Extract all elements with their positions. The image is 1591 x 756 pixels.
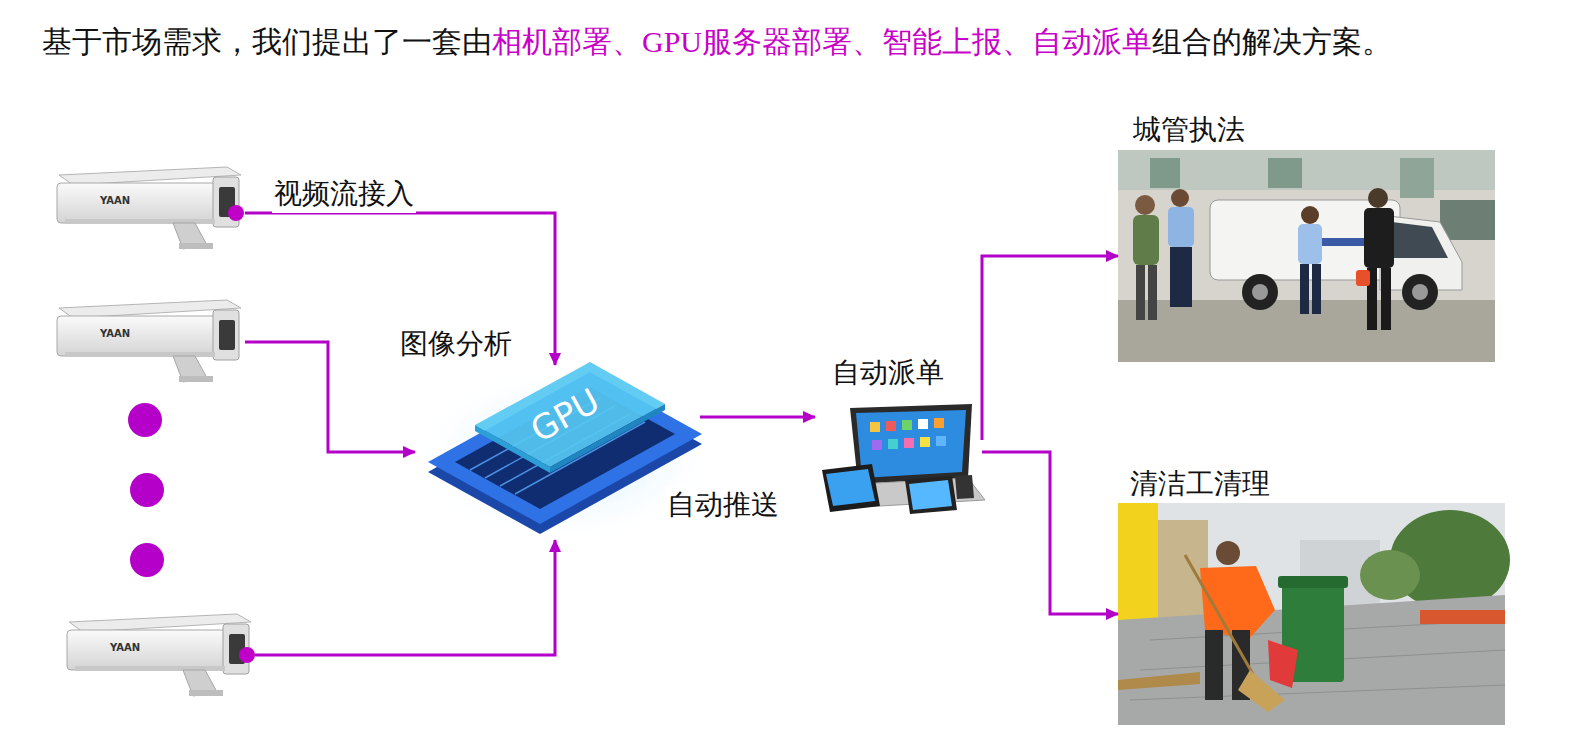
camera-node: YAAN	[55, 298, 245, 383]
camera-node: YAAN	[55, 165, 245, 250]
enforcement-node: 城管执法	[1118, 150, 1495, 362]
flow-arrow	[255, 540, 555, 655]
flow-arrow	[982, 452, 1118, 614]
node-heading: 图像分析	[400, 325, 512, 363]
camera-picture	[57, 300, 241, 382]
enforcement-photo	[1118, 150, 1495, 362]
edge-label: 自动推送	[665, 486, 781, 524]
node-text: YAAN	[110, 642, 140, 653]
title-text: 基于市场需求，我们提出了一套由相机部署、GPU服务器部署、智能上报、自动派单组合…	[42, 22, 1392, 63]
edge-label: 视频流接入	[272, 175, 416, 213]
camera-node: YAAN	[65, 612, 255, 697]
cleaning-node: 清洁工清理	[1118, 503, 1505, 725]
ellipsis-dot	[130, 543, 164, 577]
port-dot	[228, 205, 244, 221]
gpu-server-node: 图像分析GPU	[415, 365, 700, 540]
node-text: YAAN	[100, 328, 130, 339]
node-text: YAAN	[100, 195, 130, 206]
laptop-picture	[822, 404, 985, 514]
camera-picture	[67, 614, 251, 696]
cleaner-photo	[1118, 503, 1510, 725]
camera-picture	[57, 167, 241, 249]
flow-arrow	[245, 342, 415, 452]
node-text: GPU	[524, 380, 606, 450]
ellipsis-dot	[128, 403, 162, 437]
port-dot	[239, 647, 255, 663]
flow-arrow	[700, 416, 815, 419]
ellipsis-dot	[130, 473, 164, 507]
node-heading: 清洁工清理	[1130, 465, 1270, 503]
node-heading: 城管执法	[1133, 111, 1245, 149]
node-heading: 自动派单	[832, 354, 944, 392]
dispatch-terminal-node: 自动派单	[815, 400, 980, 515]
flow-arrow	[982, 256, 1118, 440]
